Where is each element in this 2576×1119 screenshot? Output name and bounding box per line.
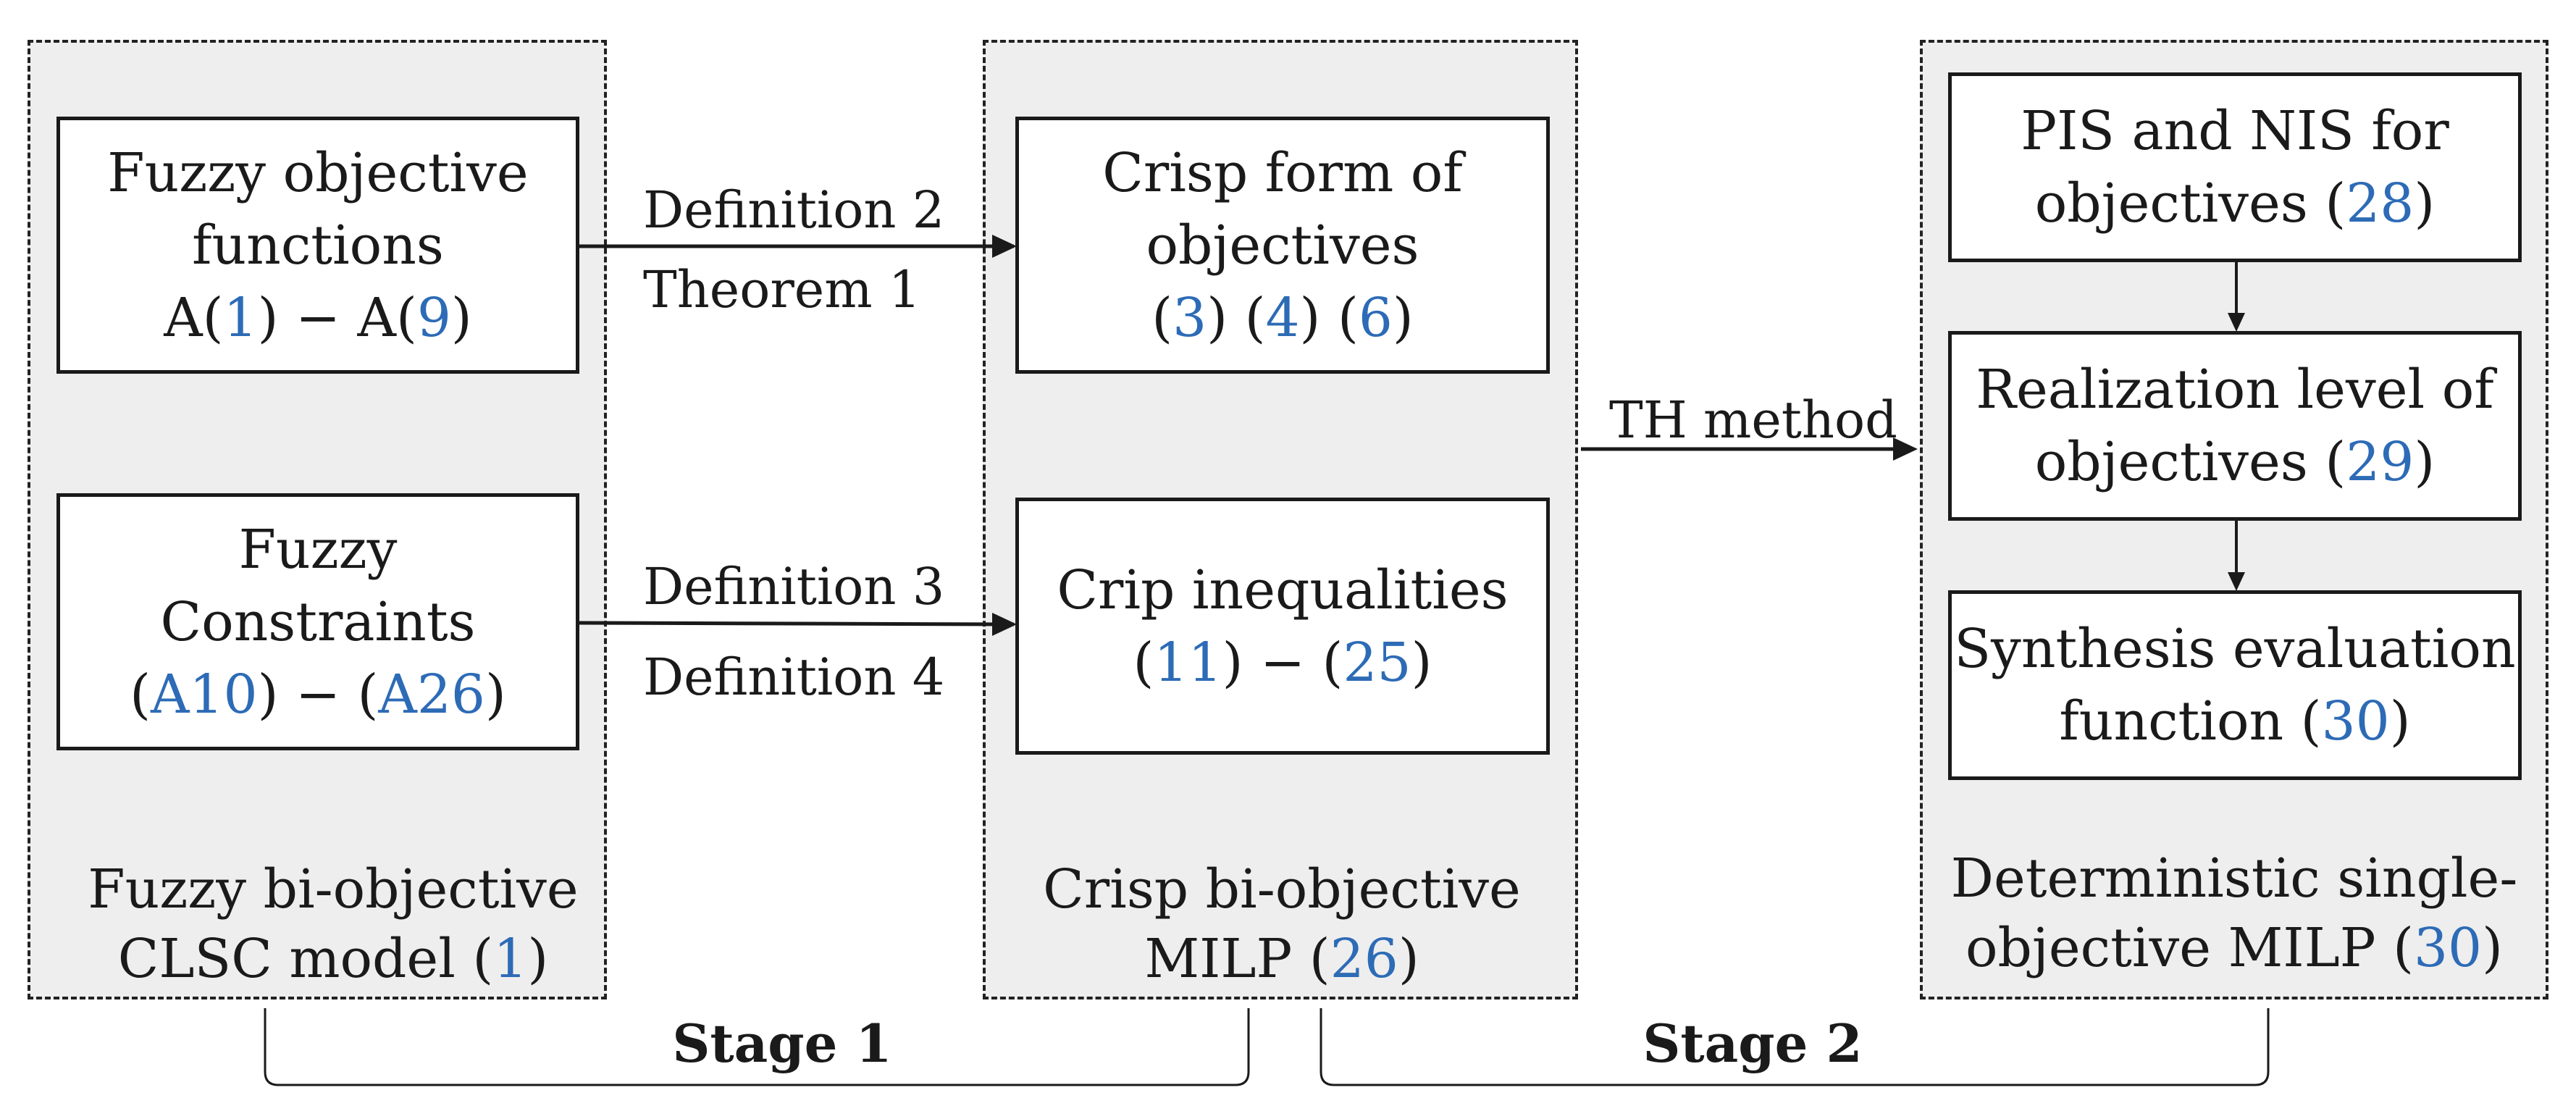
equation-ref[interactable]: 29 — [2346, 431, 2415, 493]
box-crip-inequalities: Crip inequalities (11) − (25) — [1015, 498, 1550, 755]
crisp-objectives-line2: objectives — [1146, 214, 1419, 277]
equation-ref[interactable]: 1 — [493, 928, 528, 990]
box-synthesis-evaluation: Synthesis evaluation function (30) — [1948, 590, 2522, 780]
crisp-objectives-line1: Crisp form of — [1102, 141, 1463, 204]
equation-ref[interactable]: 30 — [2321, 690, 2390, 753]
equation-ref[interactable]: 4 — [1265, 286, 1300, 349]
stage-1-label: Stage 1 — [672, 1013, 892, 1074]
equation-ref[interactable]: 3 — [1172, 286, 1207, 349]
label-theorem-1: Theorem 1 — [643, 260, 921, 319]
label-th-method: TH method — [1609, 390, 1897, 450]
box-realization-level: Realization level of objectives (29) — [1948, 331, 2522, 521]
caption-fuzzy-model: Fuzzy bi-objective CLSC model (1) — [88, 858, 579, 990]
crisp-objectives-refs: (3) (4) (6) — [1151, 286, 1414, 349]
fuzzy-constraints-line2: Constraints — [160, 590, 476, 653]
fuzzy-objective-line2: functions — [192, 214, 444, 277]
arrow-constraints-to-inequalities — [579, 613, 1017, 636]
equation-ref[interactable]: 9 — [416, 286, 451, 349]
equation-ref[interactable]: 30 — [2413, 917, 2483, 979]
box-pis-nis: PIS and NIS for objectives (28) — [1948, 72, 2522, 262]
equation-ref[interactable]: 11 — [1154, 631, 1222, 694]
fuzzy-objective-line1: Fuzzy objective — [107, 141, 529, 204]
equation-ref[interactable]: 1 — [223, 286, 258, 349]
label-definition-3: Definition 3 — [643, 557, 945, 616]
label-definition-4: Definition 4 — [643, 647, 945, 707]
equation-ref[interactable]: A26 — [378, 663, 485, 726]
fuzzy-constraints-range: (A10) − (A26) — [130, 663, 506, 726]
arrow-realization-to-synthesis — [2228, 520, 2245, 591]
stage2-bracket — [1320, 1008, 2270, 1086]
equation-ref[interactable]: 25 — [1343, 631, 1411, 694]
equation-ref[interactable]: 28 — [2346, 172, 2415, 235]
arrow-pis-to-realization — [2228, 261, 2245, 332]
crip-inequalities-range: (11) − (25) — [1133, 631, 1432, 694]
fuzzy-constraints-line1: Fuzzy — [238, 518, 398, 581]
box-crisp-objectives: Crisp form of objectives (3) (4) (6) — [1015, 117, 1550, 374]
fuzzy-objective-range: A(1) − A(9) — [164, 286, 472, 349]
arrow-th-method — [1581, 437, 1918, 461]
stage1-bracket — [264, 1008, 1250, 1086]
caption-crisp-model: Crisp bi-objective MILP (26) — [1043, 858, 1521, 990]
equation-ref[interactable]: A10 — [150, 663, 258, 726]
equation-ref[interactable]: 6 — [1358, 286, 1393, 349]
stage-2-label: Stage 2 — [1642, 1013, 1863, 1074]
crip-inequalities-line1: Crip inequalities — [1057, 558, 1509, 621]
arrow-objectives-to-crisp — [579, 235, 1017, 258]
equation-ref[interactable]: 26 — [1330, 928, 1398, 990]
caption-deterministic-model: Deterministic single- objective MILP (30… — [1950, 847, 2518, 979]
box-fuzzy-objective-functions: Fuzzy objective functions A(1) − A(9) — [56, 117, 579, 374]
box-fuzzy-constraints: Fuzzy Constraints (A10) − (A26) — [56, 493, 579, 750]
label-definition-2: Definition 2 — [643, 180, 945, 240]
